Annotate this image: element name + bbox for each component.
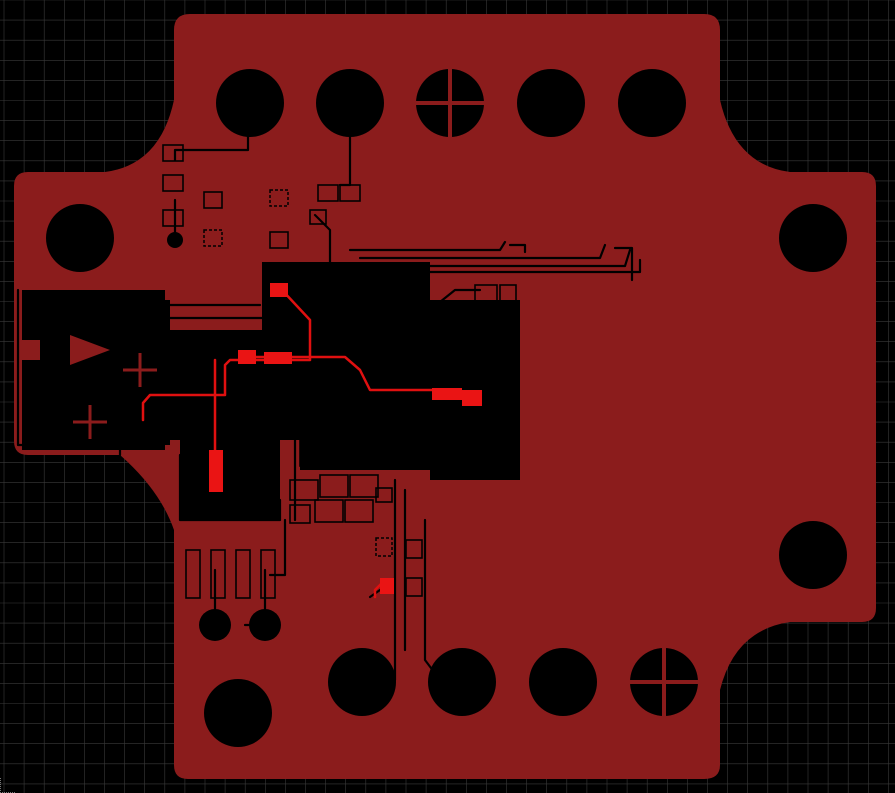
- through-hole-pad[interactable]: [199, 609, 231, 641]
- ic-top-pad[interactable]: [311, 271, 324, 299]
- hole-top-5: [618, 69, 686, 137]
- connector-pad[interactable]: [474, 359, 498, 379]
- capacitor-pad[interactable]: [203, 191, 223, 209]
- connector-pad[interactable]: [499, 409, 517, 429]
- pad-top-6: [462, 390, 482, 406]
- soic-pad[interactable]: [235, 549, 251, 599]
- resistor-pad[interactable]: [162, 209, 184, 227]
- capacitor-pad[interactable]: [269, 231, 289, 249]
- ic-right-pad[interactable]: [431, 351, 461, 363]
- capacitor-pad[interactable]: [203, 229, 223, 247]
- soic-pad[interactable]: [210, 549, 226, 599]
- hole-right-bottom: [779, 521, 847, 589]
- ic-top-pad[interactable]: [374, 271, 386, 299]
- crystal-pad[interactable]: [375, 487, 393, 503]
- crystal-pad[interactable]: [289, 479, 319, 501]
- resistor-pad[interactable]: [162, 144, 184, 162]
- hole-left: [46, 204, 114, 272]
- soic-pad[interactable]: [185, 549, 201, 599]
- ic-left-pad[interactable]: [264, 320, 288, 334]
- ic-right-pad[interactable]: [431, 365, 461, 377]
- ic-right-pad[interactable]: [431, 421, 461, 433]
- connector-pad[interactable]: [474, 334, 498, 354]
- cap-pad[interactable]: [375, 537, 393, 557]
- ic-left-pad[interactable]: [264, 303, 288, 317]
- connector-pad[interactable]: [499, 359, 517, 379]
- capacitor-pad[interactable]: [269, 189, 289, 207]
- soic-pad[interactable]: [229, 449, 245, 491]
- connector-pad[interactable]: [499, 434, 517, 454]
- origin-marker: [0, 778, 15, 793]
- hole-bottom-1: [328, 648, 396, 716]
- ic-bottom-pad[interactable]: [299, 439, 311, 467]
- soic-pad[interactable]: [251, 449, 267, 491]
- soic-pad[interactable]: [185, 449, 201, 491]
- component-voids: [22, 262, 520, 520]
- crystal-pad[interactable]: [289, 504, 311, 524]
- ic-right-pad[interactable]: [431, 407, 461, 419]
- hole-top-4: [517, 69, 585, 137]
- ic-left-pad[interactable]: [264, 422, 288, 436]
- connector-pad[interactable]: [474, 434, 498, 454]
- connector-pad[interactable]: [474, 409, 498, 429]
- ic-left-pad[interactable]: [264, 388, 288, 402]
- ic-left-pad[interactable]: [264, 337, 288, 351]
- connector-pad[interactable]: [499, 284, 517, 304]
- left-header-pads[interactable]: [70, 335, 157, 439]
- top-copper-pads[interactable]: [209, 283, 482, 594]
- ic-top-pad[interactable]: [299, 271, 311, 299]
- ic-top-pad[interactable]: [349, 271, 361, 299]
- hole-right-top: [779, 204, 847, 272]
- ic-top-pad[interactable]: [386, 271, 399, 299]
- resistor-pad[interactable]: [162, 174, 184, 192]
- ic-left-pad[interactable]: [264, 405, 288, 419]
- crystal-pad[interactable]: [349, 474, 379, 498]
- ic-right-pad[interactable]: [431, 337, 461, 349]
- connector-pad[interactable]: [474, 309, 498, 329]
- connector-pad[interactable]: [499, 334, 517, 354]
- ic-right-pad[interactable]: [431, 309, 461, 321]
- hole-bottom-left: [204, 679, 272, 747]
- traces-bottom[interactable]: [16, 101, 642, 684]
- capacitor-pad[interactable]: [309, 209, 327, 225]
- capacitor-pad[interactable]: [317, 184, 339, 202]
- pad-top-7: [380, 578, 394, 594]
- ic-left-pad[interactable]: [264, 269, 288, 283]
- crystal-pad[interactable]: [319, 474, 349, 498]
- pad-top-5: [432, 388, 462, 400]
- connector-pad[interactable]: [499, 384, 517, 404]
- pad-top-2: [238, 350, 256, 364]
- ic-left-pad[interactable]: [264, 371, 288, 385]
- hole-bottom-3: [529, 648, 597, 716]
- hole-top-1: [216, 69, 284, 137]
- pad-top-3: [264, 352, 292, 364]
- ic-top-pad[interactable]: [324, 271, 336, 299]
- pad-top-1: [270, 283, 288, 297]
- ic-top-pad[interactable]: [336, 271, 349, 299]
- pad-top-4: [209, 450, 223, 492]
- ic-top-pad[interactable]: [361, 271, 374, 299]
- crystal-pad[interactable]: [344, 499, 374, 523]
- crystal-pad[interactable]: [314, 499, 344, 523]
- connector-pad[interactable]: [499, 309, 517, 329]
- connector-pad[interactable]: [474, 284, 498, 304]
